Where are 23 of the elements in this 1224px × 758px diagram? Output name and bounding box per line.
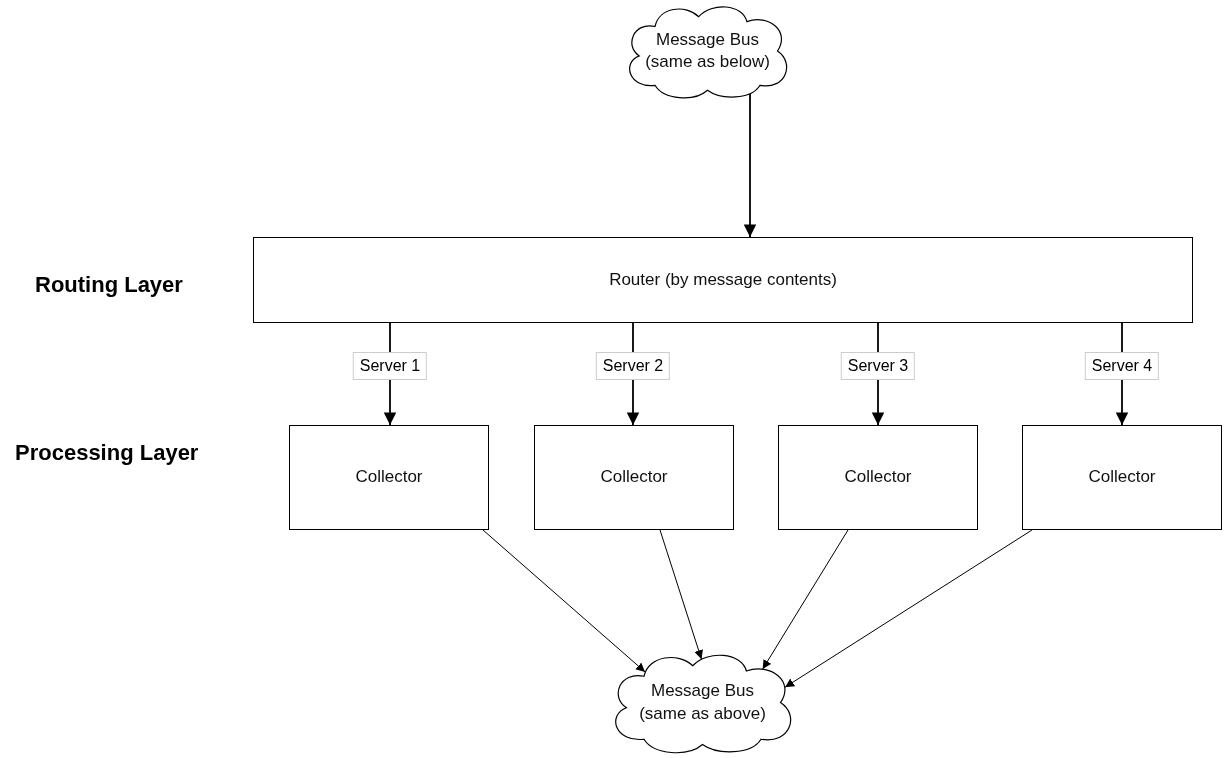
node-label: Message Bus (same as above) <box>638 680 767 725</box>
layer-label: Routing Layer <box>35 272 183 298</box>
process-box <box>289 425 489 530</box>
edge-label: Server 2 <box>595 351 671 380</box>
layer-label: Processing Layer <box>15 440 199 466</box>
arrow <box>762 529 849 670</box>
node-label: Router (by message contents) <box>609 268 837 291</box>
edge-label: Server 1 <box>352 351 428 380</box>
edge-label: Server 3 <box>840 351 916 380</box>
process-box <box>778 425 978 530</box>
arrow <box>743 92 757 238</box>
arrow <box>784 529 1033 688</box>
node-label: Collector <box>844 466 912 489</box>
process-box <box>534 425 734 530</box>
node-label: Collector <box>355 466 423 489</box>
arrow <box>482 529 646 673</box>
node-label: Collector <box>600 466 668 489</box>
process-box <box>1022 425 1222 530</box>
process-box <box>253 237 1193 323</box>
node-label: Message Bus (same as below) <box>644 28 771 73</box>
arrow <box>659 529 703 660</box>
edge-label: Server 4 <box>1084 351 1160 380</box>
node-label: Collector <box>1088 466 1156 489</box>
